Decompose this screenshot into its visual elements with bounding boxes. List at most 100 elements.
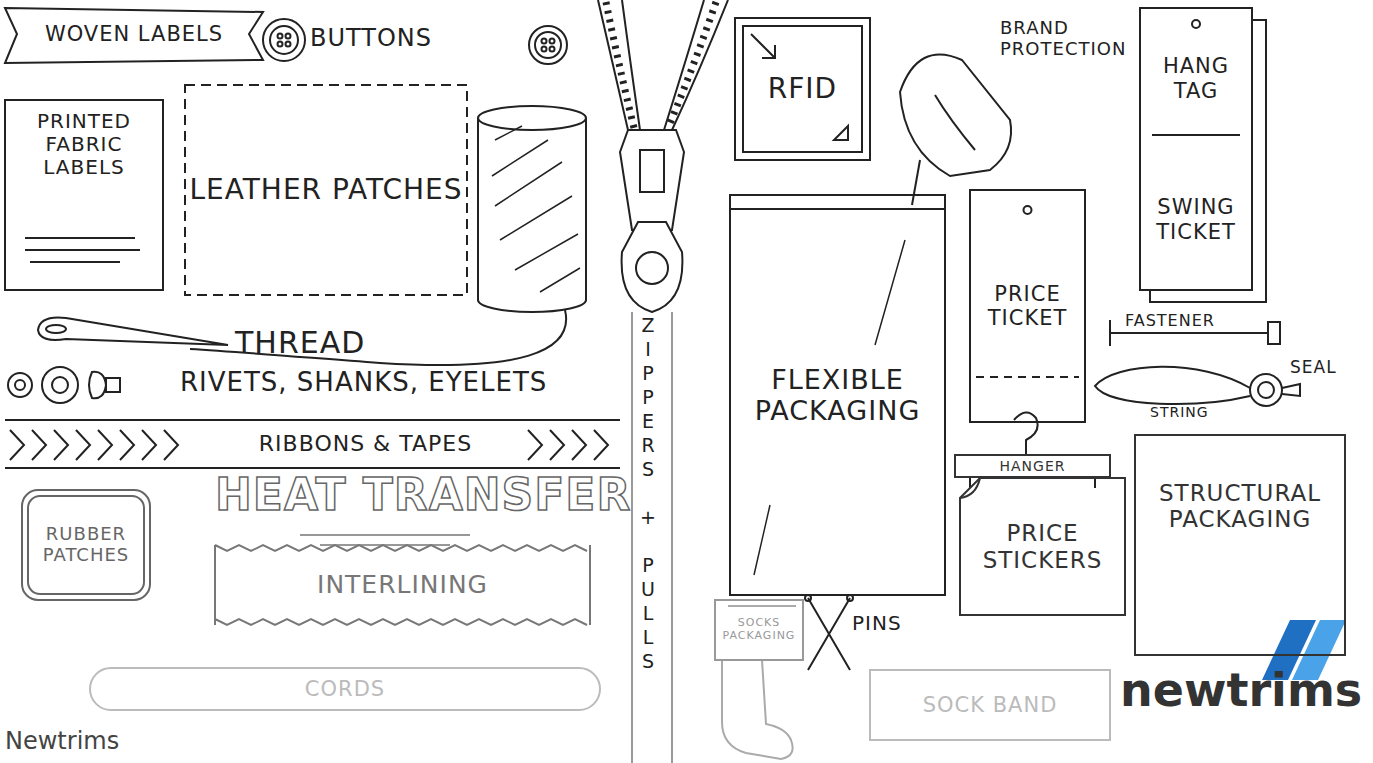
node-text: PRICE STICKERS (964, 520, 1121, 573)
needle-symbol (46, 325, 66, 333)
button-symbol (542, 39, 547, 44)
outlined-heading: HEAT TRANSFER (215, 470, 631, 521)
item-label: FASTENER (1125, 312, 1215, 330)
rivet-symbol (52, 377, 68, 393)
socks-card: SOCKS PACKAGING (715, 600, 803, 660)
node-outline (5, 8, 263, 63)
printed-text-lines (25, 238, 140, 262)
rivet-symbol (106, 378, 120, 392)
node-text: LEATHER PATCHES (189, 174, 462, 206)
node-outline (185, 85, 467, 295)
rfid-tag-box: RFID (735, 18, 870, 160)
thread-spool (478, 300, 586, 312)
item-label: THREAD (235, 326, 365, 361)
node-outline (1140, 8, 1252, 290)
printed-label-box: PRINTED FABRIC LABELS (5, 100, 163, 290)
zipper-symbol (620, 130, 684, 230)
node-outline (5, 420, 620, 468)
node-text: STRUCTURAL PACKAGING (1139, 480, 1341, 533)
node-text: RIBBONS & TAPES (259, 431, 472, 456)
sock-band: SOCK BAND (870, 670, 1110, 740)
rivet-symbol (8, 373, 32, 397)
node-outline (955, 455, 1110, 477)
rivet-symbol (8, 367, 120, 403)
item-label: RIVETS, SHANKS, EYELETS (180, 368, 547, 398)
structural-box: STRUCTURAL PACKAGING (1135, 435, 1345, 655)
node-text: SOCK BAND (923, 693, 1058, 717)
brand-protection-tag (935, 95, 975, 150)
node-outline (1135, 435, 1345, 655)
leather-patch-box: LEATHER PATCHES (185, 85, 467, 295)
thread-spool (492, 126, 580, 292)
ribbon-chevrons (528, 430, 608, 460)
packaging-bag: FLEXIBLE PACKAGING (730, 195, 945, 595)
thread-spool (478, 106, 586, 130)
rubber-patch: RUBBER PATCHES (22, 490, 150, 600)
hanger-bar: HANGER (955, 455, 1110, 477)
woven-label-banner: WOVEN LABELS (5, 5, 263, 63)
node-text: SOCKS PACKAGING (719, 617, 799, 642)
brand-protection-tag (900, 54, 1011, 176)
fastener-symbol (1268, 322, 1280, 344)
price-ticket: PRICE TICKET (970, 190, 1085, 422)
pins-symbol (805, 595, 853, 670)
node-text: RFID (768, 73, 837, 105)
price-sticker: PRICE STICKERS (960, 478, 1125, 615)
zipper-symbol (668, 2, 716, 128)
rivet-symbol (15, 380, 25, 390)
sock-symbol (728, 605, 796, 607)
zipper-symbol (622, 222, 683, 312)
node-outline (5, 100, 163, 290)
pins-symbol (808, 598, 850, 670)
needle-symbol (38, 318, 228, 346)
node-outline (715, 600, 803, 660)
node-outline (1135, 435, 1345, 655)
button-symbol (286, 34, 291, 39)
button-symbol (550, 47, 555, 52)
node-outline (960, 478, 1125, 615)
button-symbol (263, 19, 567, 64)
node-text: RUBBER PATCHES (26, 524, 146, 565)
item-label: BUTTONS (310, 25, 432, 53)
node-text: CORDS (305, 677, 385, 701)
zipper-symbol (632, 312, 672, 763)
node-outline (90, 668, 600, 710)
cord-band: CORDS (90, 668, 600, 710)
node-outline (970, 190, 1085, 422)
button-symbol (286, 42, 291, 47)
seal-symbol (1095, 367, 1300, 406)
rivet-symbol (89, 372, 106, 398)
item-label: BRAND PROTECTION (1000, 18, 1150, 59)
node-outline (215, 545, 590, 625)
button-symbol (535, 32, 561, 58)
seal-symbol (1250, 374, 1282, 406)
node-text: PRICE TICKET (974, 282, 1081, 330)
node-text: HANG TAG (1144, 54, 1248, 102)
node-text: FLEXIBLE PACKAGING (734, 364, 941, 426)
vertical-label: ZIPPERS + PULLS (638, 314, 657, 674)
ribbon-chevrons (10, 430, 608, 460)
button-symbol (270, 26, 298, 54)
thread-spool (190, 310, 566, 365)
ribbon-band: RIBBONS & TAPES (5, 420, 620, 468)
rivet-symbol (42, 367, 78, 403)
item-label: SEAL (1290, 358, 1337, 378)
zipper-symbol (636, 252, 668, 284)
node-text: SWING TICKET (1144, 195, 1248, 243)
item-label: STRING (1150, 404, 1209, 420)
brand-protection-tag (900, 54, 1011, 205)
node-text: INTERLINING (317, 571, 488, 600)
node-outline (730, 195, 945, 595)
caption: Newtrims (5, 728, 119, 756)
button-symbol (529, 26, 567, 64)
zipper-symbol (598, 0, 640, 130)
node-outline (1140, 8, 1252, 290)
button-symbol (263, 19, 305, 61)
node-text: PRINTED FABRIC LABELS (9, 110, 159, 179)
zipper-symbol (606, 2, 634, 128)
item-label: PINS (852, 612, 902, 635)
zipper-symbol (598, 0, 728, 763)
needle-symbol (38, 318, 228, 346)
